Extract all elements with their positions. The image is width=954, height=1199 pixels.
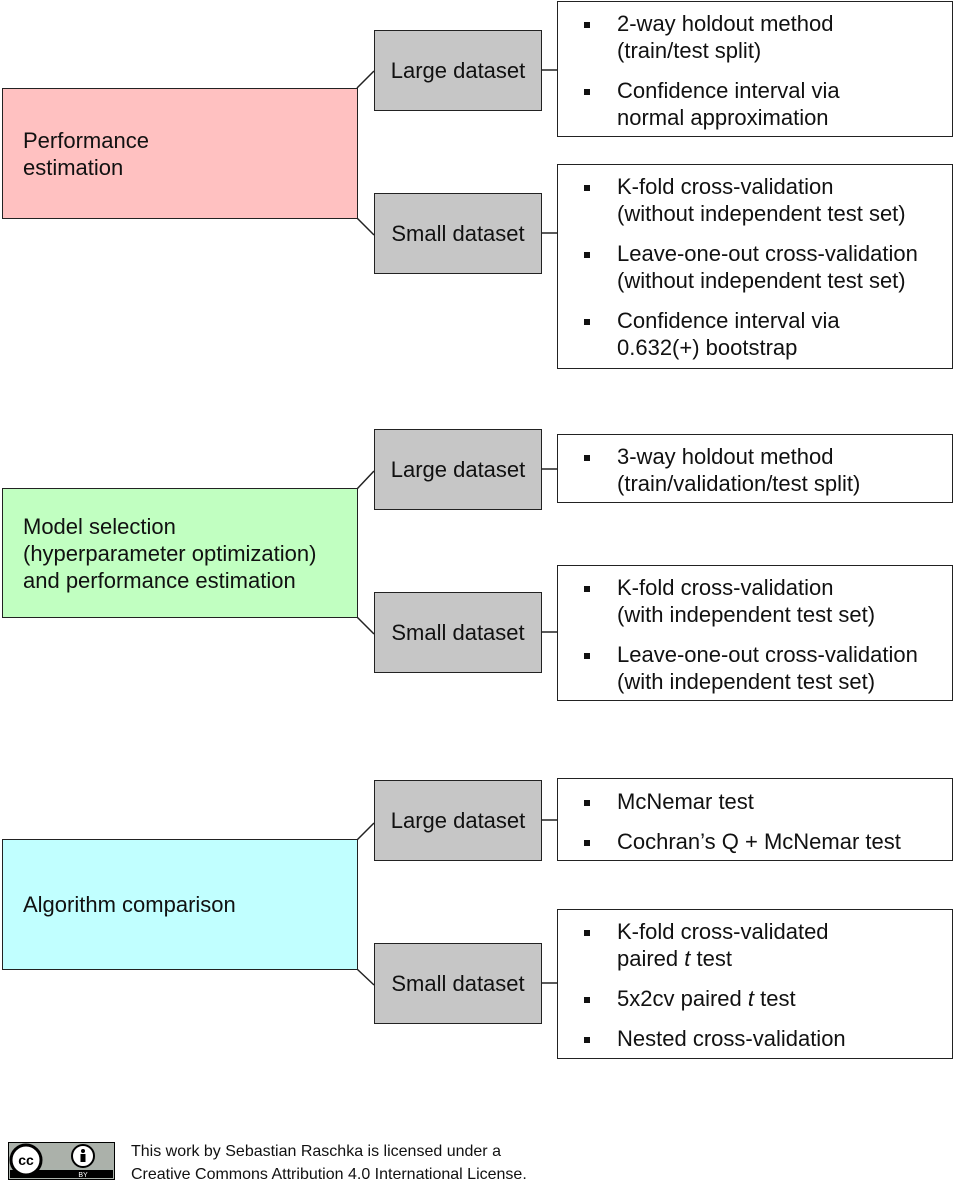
list-item: K-fold cross-validated paired t test [558,918,952,972]
list-item: Leave-one-out cross-validation (with ind… [558,641,952,695]
small-dataset-label: Small dataset [391,220,525,246]
list-item: K-fold cross-validation (with independen… [558,574,952,628]
methods-list: 2-way holdout method (train/test split) … [557,1,953,137]
category-label: Model selection (hyperparameter optimiza… [23,513,317,593]
large-dataset-box: Large dataset [374,429,542,510]
category-algorithm-comparison: Algorithm comparison [2,839,358,970]
cc-mark-text: cc [18,1152,34,1168]
small-dataset-label: Small dataset [391,619,525,645]
license-text: This work by Sebastian Raschka is licens… [131,1143,527,1183]
by-mark-text: BY [78,1172,88,1179]
small-dataset-label: Small dataset [391,970,525,996]
list-item: Confidence interval via 0.632(+) bootstr… [558,307,952,361]
list-item: Confidence interval via normal approxima… [558,77,952,131]
category-label: Performance estimation [23,127,149,180]
small-dataset-box: Small dataset [374,943,542,1024]
category-label: Algorithm comparison [23,892,236,917]
small-dataset-box: Small dataset [374,193,542,274]
list-item: McNemar test [558,788,952,815]
small-dataset-box: Small dataset [374,592,542,673]
list-item: 5x2cv paired t test [558,985,952,1012]
large-dataset-box: Large dataset [374,30,542,111]
list-item: 2-way holdout method (train/test split) [558,10,952,64]
list-item: Nested cross-validation [558,1025,952,1052]
methods-list: K-fold cross-validation (with independen… [557,565,953,701]
category-performance-estimation: Performance estimation [2,88,358,219]
list-item: K-fold cross-validation (without indepen… [558,173,952,227]
methods-list: McNemar test Cochran’s Q + McNemar test [557,778,953,861]
large-dataset-box: Large dataset [374,780,542,861]
list-item: Cochran’s Q + McNemar test [558,828,952,855]
large-dataset-label: Large dataset [390,807,526,833]
methods-list: K-fold cross-validation (without indepen… [557,164,953,369]
cc-by-license-icon: cc BY [8,1142,115,1180]
category-model-selection: Model selection (hyperparameter optimiza… [2,488,358,618]
methods-list: K-fold cross-validated paired t test 5x2… [557,909,953,1059]
list-item: 3-way holdout method (train/validation/t… [558,443,952,497]
large-dataset-label: Large dataset [390,57,526,83]
large-dataset-label: Large dataset [390,456,526,482]
list-item: Leave-one-out cross-validation (without … [558,240,952,294]
methods-list: 3-way holdout method (train/validation/t… [557,434,953,503]
